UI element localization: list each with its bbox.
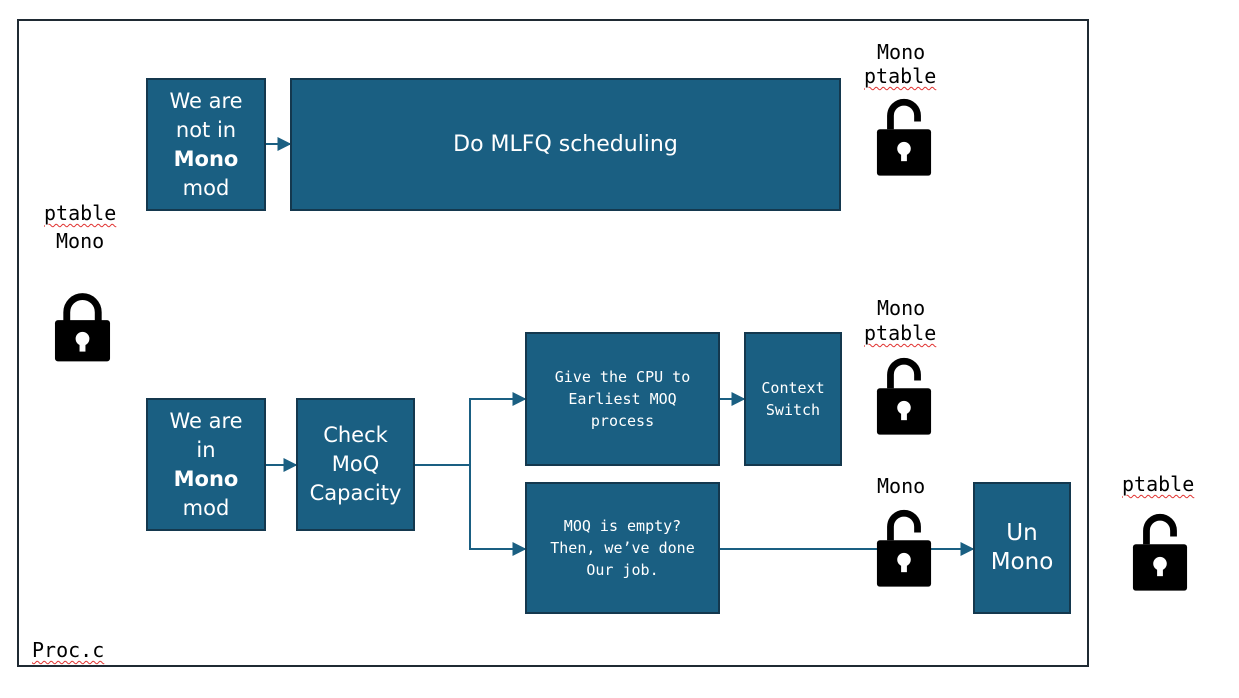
- arrow-check-to-empty: [469, 465, 527, 556]
- locked-padlock-icon: [53, 290, 112, 364]
- unlocked-padlock-icon: [875, 96, 933, 178]
- in-mono-mode-box: We are in Mono mod: [146, 398, 266, 531]
- in-mono-line1: We are: [169, 408, 243, 433]
- check-moq-capacity-box: Check MoQ Capacity: [296, 398, 415, 531]
- file-label: Proc.c: [32, 638, 105, 662]
- proc-c-frame: [17, 19, 1089, 667]
- not-in-mono-mode-box: We are not in Mono mod: [146, 78, 266, 211]
- bottom-upper-lock-label-ptable: ptable: [864, 321, 937, 345]
- right-lock-label-ptable: ptable: [1122, 472, 1195, 496]
- give-cpu-label: Give the CPU to Earliest MOQ process: [554, 368, 691, 430]
- top-lock-label-mono: Mono: [877, 40, 926, 64]
- unlocked-padlock-icon: [1131, 511, 1189, 593]
- moq-empty-label: MOQ is empty? Then, we’ve done Our job.: [550, 517, 695, 579]
- mlfq-scheduling-box: Do MLFQ scheduling: [290, 78, 841, 211]
- context-switch-box: Context Switch: [744, 332, 842, 466]
- unmono-box: Un Mono: [973, 482, 1071, 614]
- left-lock-label-ptable: ptable: [44, 201, 117, 225]
- bottom-lower-lock-label-mono: Mono: [877, 474, 926, 498]
- unlocked-padlock-icon: [875, 355, 933, 437]
- context-switch-label: Context Switch: [761, 379, 825, 419]
- not-in-mono-line4: mod: [182, 175, 230, 200]
- mlfq-scheduling-label: Do MLFQ scheduling: [453, 132, 678, 157]
- give-cpu-box: Give the CPU to Earliest MOQ process: [525, 332, 720, 466]
- top-lock-label-ptable: ptable: [864, 64, 937, 88]
- check-moq-capacity-label: Check MoQ Capacity: [309, 423, 402, 505]
- unmono-label: Un Mono: [990, 520, 1054, 575]
- in-mono-bold: Mono: [173, 466, 239, 491]
- not-in-mono-line1: We are: [169, 88, 243, 113]
- arrow-check-branch: [414, 392, 527, 466]
- left-lock-label-mono: Mono: [56, 229, 105, 253]
- moq-empty-box: MOQ is empty? Then, we’ve done Our job.: [525, 482, 720, 614]
- unlocked-padlock-icon: [875, 507, 933, 589]
- not-in-mono-line2: not in: [175, 117, 237, 142]
- not-in-mono-bold: Mono: [173, 146, 239, 171]
- bottom-upper-lock-label-mono: Mono: [877, 296, 926, 320]
- in-mono-line2: in: [196, 437, 216, 462]
- in-mono-line4: mod: [182, 495, 230, 520]
